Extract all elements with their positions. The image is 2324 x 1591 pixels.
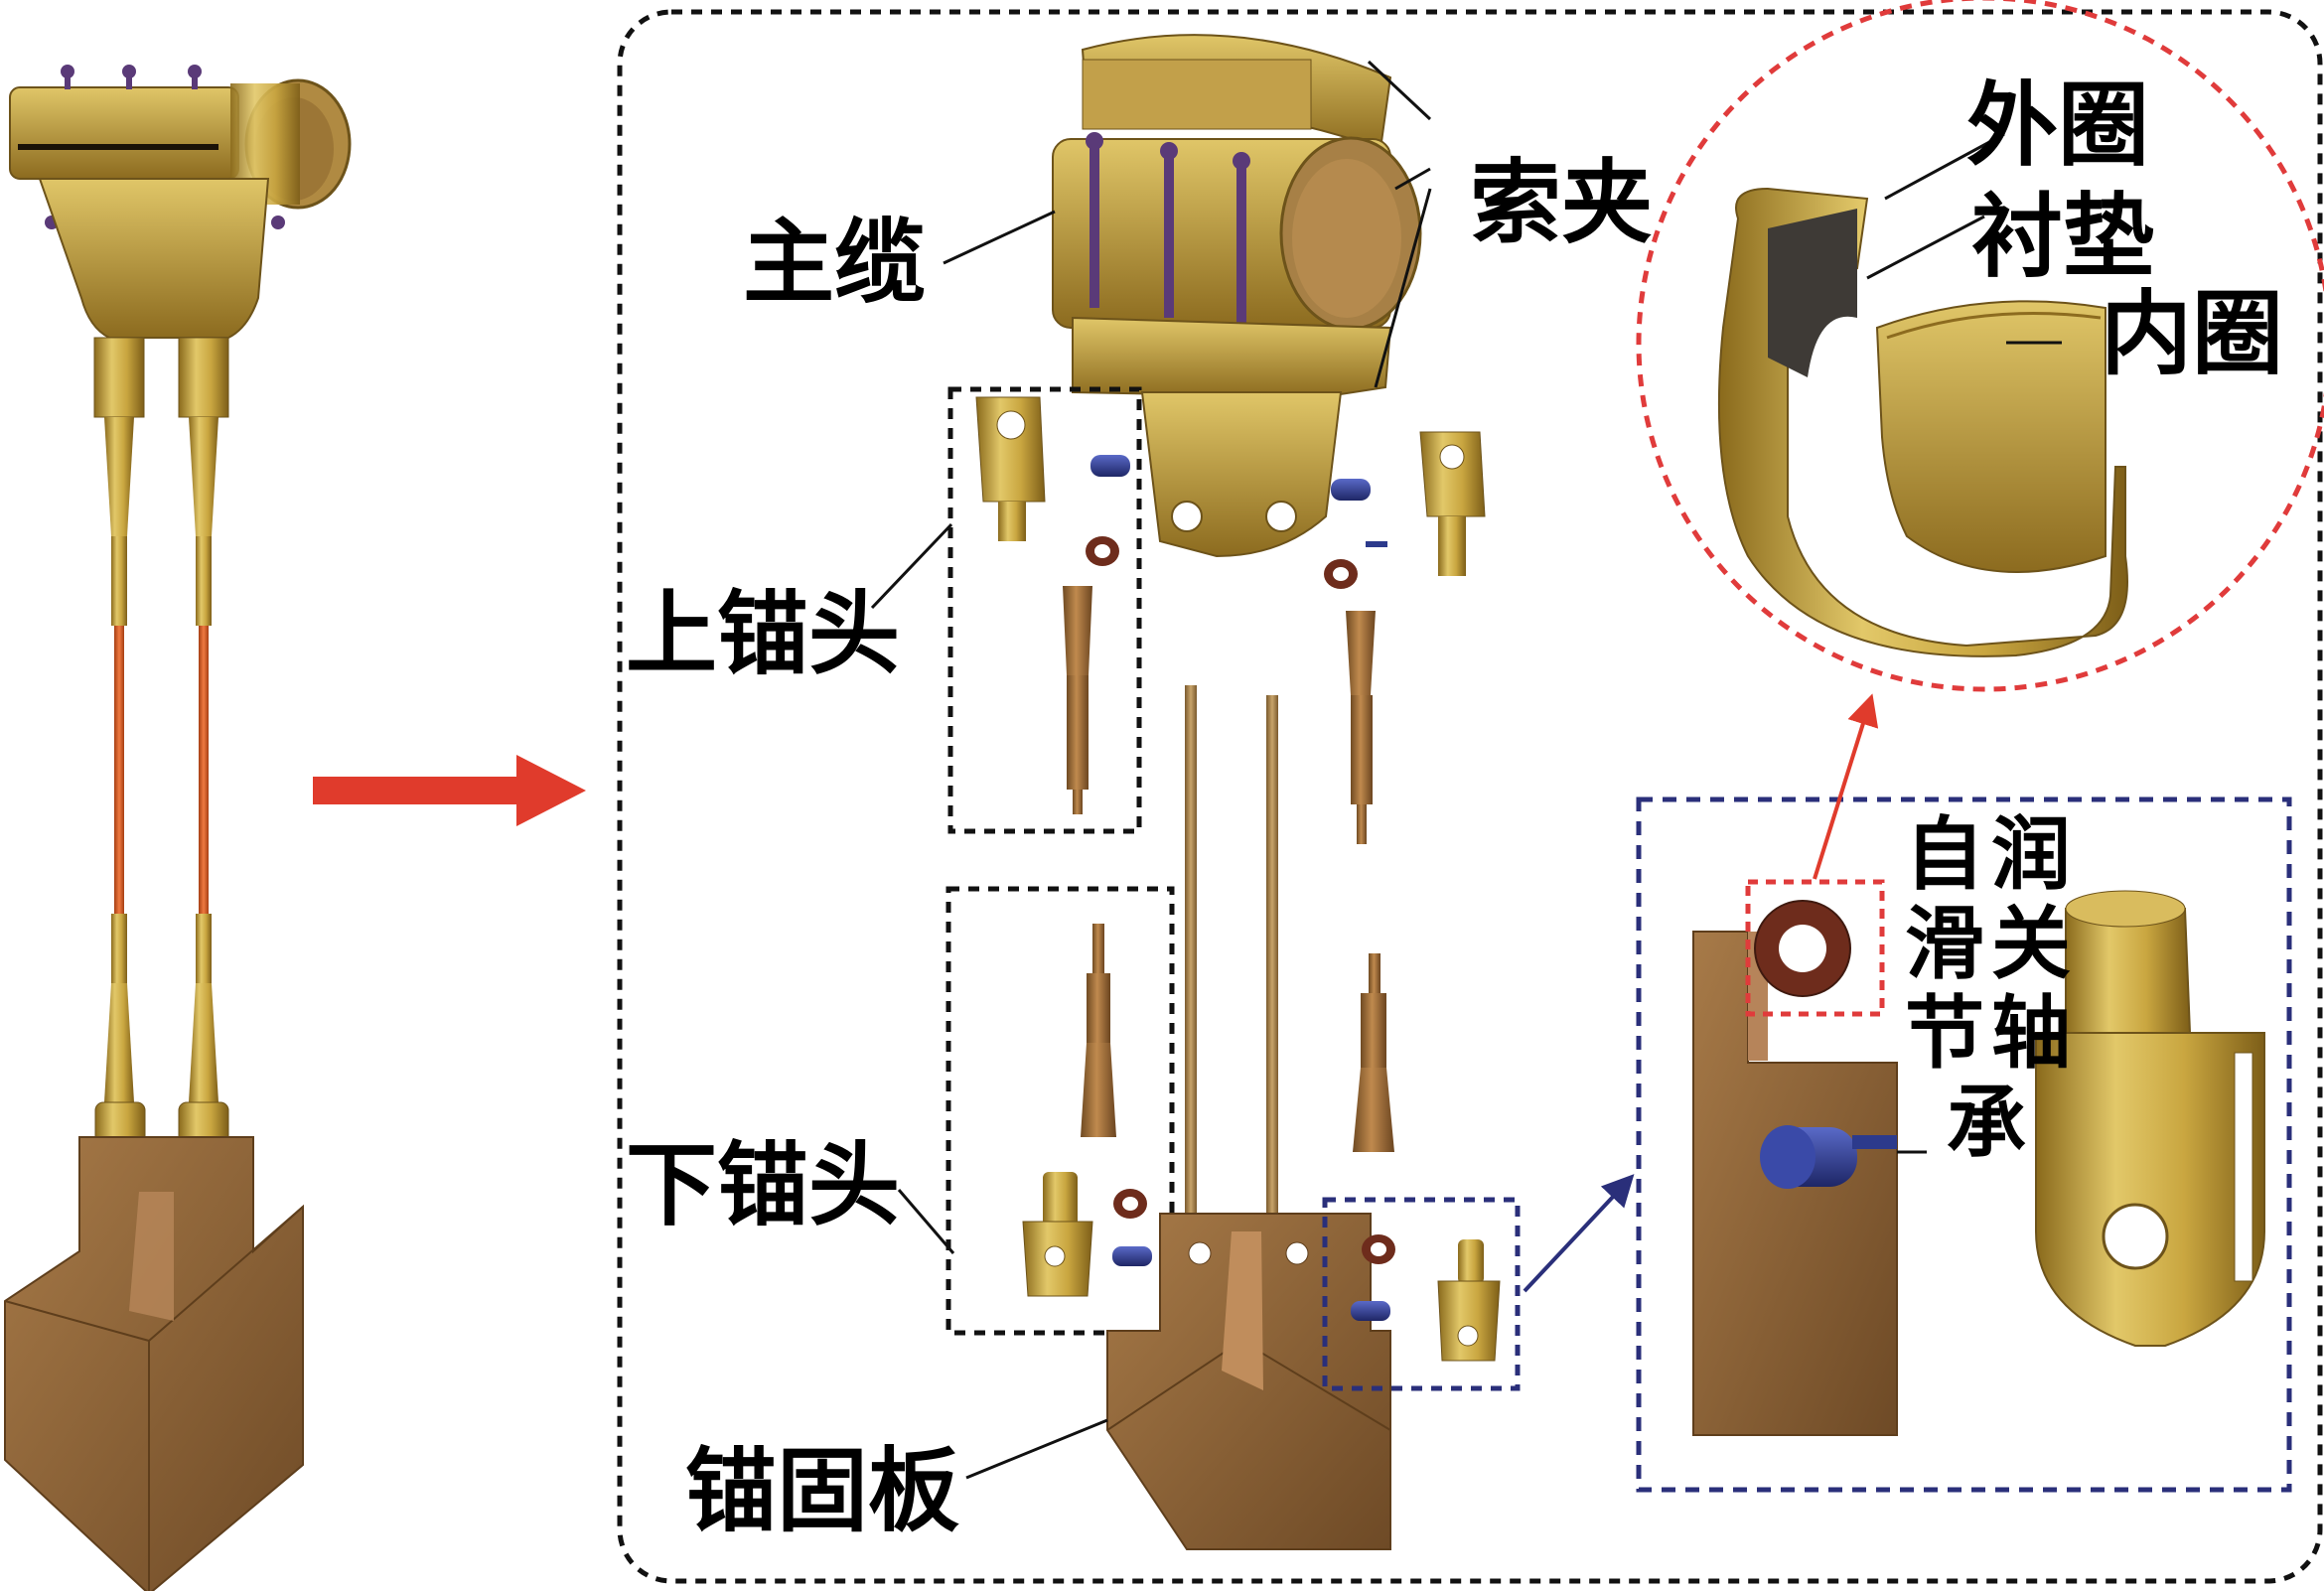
- bearing-label-char: 润: [1991, 807, 2071, 901]
- anchor-plate-label: 锚固板: [685, 1437, 959, 1544]
- cable-clamp-label: 索夹: [1470, 149, 1653, 256]
- inner-ring-label: 内圈: [2101, 280, 2283, 387]
- lower-anchor-right-parts: [1353, 953, 1394, 1152]
- upper-anchor-left-parts: [975, 396, 1130, 814]
- upper-anchor-label: 上锚头: [626, 580, 900, 687]
- bearing-label-char: 承: [1947, 1076, 2026, 1169]
- bearing-label: 自 润 滑 关 节 轴 承: [1905, 807, 2071, 1169]
- right-arrow-icon: [313, 755, 586, 826]
- bearing-label-char: 节: [1905, 986, 1984, 1080]
- leader-lines: [870, 60, 2062, 1480]
- bearing-enlarged-parts: [1692, 890, 2265, 1436]
- bearing-label-char: 滑: [1905, 897, 1984, 990]
- liner-label: 衬垫: [1971, 183, 2154, 290]
- bearing-label-char: 轴: [1991, 986, 2071, 1080]
- lower-anchor-left-parts: [1022, 924, 1152, 1297]
- tension-rod-left: [1185, 685, 1197, 1326]
- bearing-zoom-arrow: [1523, 1174, 1635, 1293]
- assembled-clamp-lug: [38, 178, 270, 339]
- upper-anchor-right-parts: [1324, 431, 1486, 844]
- bearing-section-view: [1717, 187, 2128, 657]
- assembled-anchor-block: [4, 1136, 304, 1591]
- lower-anchor-label: 下锚头: [626, 1131, 900, 1238]
- tension-rod-right: [1266, 695, 1278, 1311]
- bearing-source-parts: [1351, 1234, 1501, 1362]
- bearing-detail-source-frame: [1322, 1197, 1521, 1391]
- upper-anchor-frame: [947, 386, 1142, 834]
- bearing-section-circle: [1636, 0, 2324, 692]
- exploded-view-frame: [617, 9, 2323, 1584]
- lower-anchor-frame: [945, 886, 1175, 1336]
- exploded-anchor-plate: [1106, 1213, 1391, 1550]
- assembled-clamp-body: [9, 86, 239, 180]
- assembled-cable-right: [199, 626, 209, 914]
- exploded-cable-clamp: [1052, 34, 1422, 558]
- bearing-label-char: 关: [1991, 897, 2071, 990]
- bearing-enlarged-frame: [1636, 796, 2292, 1493]
- assembled-hanger: [4, 65, 352, 1591]
- bearing-section-arrow: [1813, 693, 1879, 880]
- outer-ring-label: 外圈: [1966, 72, 2149, 179]
- bearing-highlight-frame: [1745, 879, 1885, 1017]
- bearing-label-char: 自: [1905, 807, 1984, 901]
- assembled-cable-left: [114, 626, 124, 914]
- main-cable-label: 主缆: [743, 209, 926, 316]
